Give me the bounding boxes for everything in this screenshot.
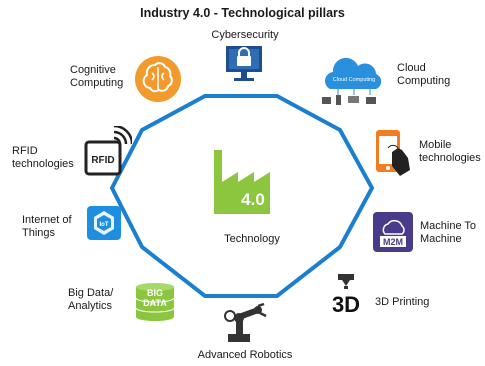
diagram-title: Industry 4.0 - Technological pillars <box>140 6 345 20</box>
m2m-icon: M2M <box>373 212 413 252</box>
big-data-text-1: BIG <box>147 288 163 298</box>
cloud-computing-label: Cloud Computing <box>397 62 451 87</box>
rfid-icon: RFID <box>82 124 134 178</box>
big-data-icon: BIG DATA <box>134 282 176 322</box>
mobile-phone-icon <box>372 128 414 178</box>
big-data-analytics-label: Big Data/ Analytics <box>68 287 114 312</box>
cloud-computing-icon: Cloud Computing <box>318 57 390 109</box>
monitor-lock-icon <box>224 44 264 84</box>
rfid-technologies-label: RFID technologies <box>12 145 74 170</box>
internet-of-things-label: Internet of Things <box>22 214 72 239</box>
brain-gear-icon <box>134 55 182 103</box>
cloud-icon-text: Cloud Computing <box>333 77 376 83</box>
iot-icon: IoT <box>87 206 121 240</box>
robotic-arm-icon <box>222 302 268 344</box>
rfid-icon-text: RFID <box>91 155 114 166</box>
cybersecurity-label: Cybersecurity <box>211 29 279 41</box>
center-label: Technology <box>224 233 280 245</box>
3d-icon-text: 3D <box>332 292 360 316</box>
m2m-icon-text: M2M <box>383 237 403 247</box>
center-badge: 4.0 <box>241 190 265 209</box>
machine-to-machine-label: Machine To Machine <box>420 220 477 245</box>
big-data-text-2: DATA <box>143 298 167 308</box>
3d-printing-label: 3D Printing <box>375 296 430 308</box>
iot-icon-text: IoT <box>100 222 109 228</box>
cognitive-computing-label: Cognitive Computing <box>70 64 124 89</box>
mobile-technologies-label: Mobile technologies <box>419 139 481 164</box>
advanced-robotics-label: Advanced Robotics <box>197 349 293 361</box>
3d-printing-icon: 3D <box>322 272 372 317</box>
industry-factory-icon: 4.0 <box>212 148 272 216</box>
